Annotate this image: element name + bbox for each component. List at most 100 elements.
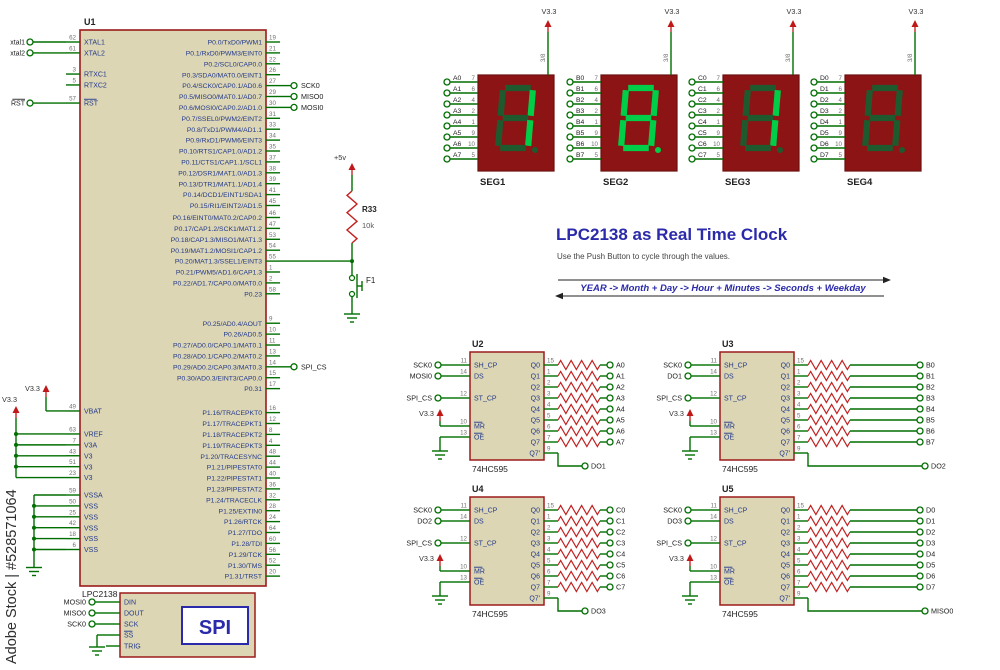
pin-number: 28 — [269, 503, 276, 510]
terminal-node — [810, 122, 818, 130]
pin-name: P0.3/SDA0/MAT0.0/EINT1 — [182, 72, 262, 79]
pin-number: 4 — [717, 97, 721, 104]
pin-name: SH_CP — [724, 508, 748, 515]
terminal-node — [916, 361, 924, 369]
terminal-node — [88, 609, 96, 617]
pin-number: 9 — [717, 130, 721, 137]
net-label: MISO0 — [64, 609, 86, 618]
net-label: B5 — [926, 416, 935, 425]
pin-number: 58 — [269, 286, 276, 293]
pin-name: P1.28/TDI — [231, 541, 262, 548]
pin-name: Q7' — [529, 451, 540, 458]
terminal-node — [916, 405, 924, 413]
pin-name: P1.25/EXTIN0 — [219, 508, 263, 515]
terminal-node — [688, 155, 696, 163]
ground-symbol — [432, 446, 448, 460]
pin-number: 34 — [269, 133, 276, 140]
junction-dot — [32, 514, 36, 519]
pin-name: P0.30/AD0.3/EINT3/CAP0.0 — [177, 375, 262, 382]
pin-name: P1.17/TRACEPKT1 — [202, 421, 262, 428]
pin-number: 2 — [595, 108, 599, 115]
terminal-node — [88, 620, 96, 628]
terminal-node — [581, 462, 589, 470]
net-label: D4 — [926, 550, 935, 559]
display-label: SEG1 — [480, 177, 506, 188]
power-label: V3.3 — [669, 409, 684, 418]
net-label: C5 — [698, 130, 707, 137]
terminal-node — [688, 111, 696, 119]
pin-number: 14 — [269, 359, 276, 366]
pin-name: DS — [474, 519, 484, 526]
pin-name: Q1 — [781, 519, 790, 526]
terminal-node — [916, 561, 924, 569]
pin-name: VSS — [84, 525, 98, 532]
pin-number: 40 — [269, 471, 276, 478]
net-label: DO3 — [591, 607, 606, 616]
pin-number: 41 — [269, 187, 276, 194]
net-label: A1 — [616, 372, 625, 381]
pin-number: 54 — [269, 243, 276, 250]
pin-name: P0.2/SCL0/CAP0.0 — [204, 61, 262, 68]
pin-number: 10 — [835, 141, 842, 148]
pin-number: 1 — [839, 119, 843, 126]
pin-name: P0.15/RI1/EINT2/AD1.5 — [190, 203, 262, 210]
pin-name: RTXC1 — [84, 72, 107, 79]
pin-number: 3 — [547, 536, 551, 543]
pin-name: Q7 — [781, 585, 790, 592]
pin-name: VSS — [84, 504, 98, 511]
terminal-node — [916, 438, 924, 446]
pin-number: 1 — [547, 514, 551, 521]
pin-name: MR — [724, 569, 735, 576]
pin-number: 13 — [710, 430, 717, 437]
display-label: SEG3 — [725, 177, 750, 188]
pin-number: 60 — [269, 536, 276, 543]
r33-value: 10k — [362, 221, 374, 230]
net-label: B1 — [576, 86, 585, 93]
net-label: MISO0 — [931, 607, 953, 616]
net-label: B2 — [926, 383, 935, 392]
watermark: Adobe Stock | #528571064 — [4, 489, 20, 664]
pin-name: Q6 — [781, 574, 790, 581]
pin-name: Q7' — [529, 596, 540, 603]
power-arrow: V3.3 — [908, 7, 924, 32]
pin-number: 53 — [269, 232, 276, 239]
shift-register-u4: U474HC59511SH_CPSCK014DSDO212ST_CPSPI_CS… — [406, 484, 625, 619]
terminal-node — [606, 528, 614, 536]
pin-number: 10 — [460, 419, 467, 426]
net-label: MOSI0 — [64, 598, 86, 607]
digit-segment — [648, 119, 657, 147]
pin-number: 9 — [472, 130, 476, 137]
net-label: D5 — [926, 561, 935, 570]
net-label: MOSI0 — [301, 103, 323, 112]
pin-number: 62 — [69, 35, 76, 42]
pin-name: P0.26/AD0.5 — [223, 332, 262, 339]
pin-number: 2 — [797, 525, 801, 532]
digit-segment — [772, 89, 781, 117]
digit-segment — [894, 89, 903, 117]
digit-segment — [497, 89, 506, 117]
pin-number: 15 — [547, 358, 554, 365]
terminal-node — [434, 539, 442, 547]
terminal-node — [684, 539, 692, 547]
display-label: SEG4 — [847, 177, 873, 188]
terminal-node — [810, 89, 818, 97]
pin-number: 51 — [69, 459, 76, 466]
pin-name: P0.5/MISO0/MAT0.1/AD0.7 — [179, 94, 262, 101]
pin-name: MR — [474, 569, 485, 576]
terminal-node — [26, 49, 34, 57]
net-label: C1 — [698, 86, 707, 93]
pin-name: ST_CP — [474, 541, 497, 548]
digit-segment — [620, 89, 629, 117]
net-label: SCK0 — [663, 361, 682, 370]
pin-number: 13 — [269, 348, 276, 355]
pin-name: Q7 — [781, 440, 790, 447]
pin-name: P0.10/RTS1/CAP1.0/AD1.2 — [179, 149, 262, 156]
power-arrow: V3.3 — [669, 554, 694, 566]
terminal-node — [916, 394, 924, 402]
power-arrow: V3.3 — [419, 554, 444, 566]
net-label: D7 — [926, 583, 935, 592]
pin-number: 46 — [269, 210, 276, 217]
pin-name: P0.18/CAP1.3/MISO1/MAT1.3 — [171, 237, 263, 244]
